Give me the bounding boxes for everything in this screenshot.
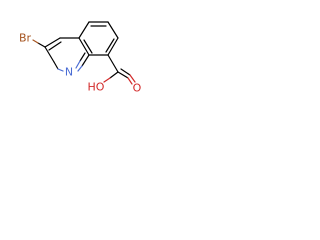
bond-c3-br-dark [37,42,46,48]
bond-c4a-c8a [78,37,90,56]
bond-carboxyl-oh-red [103,77,111,83]
carbon-bonds [44,21,119,73]
bond-c4a-c5 [78,21,90,39]
carbonyl-oxygen-label: O [133,82,142,95]
bond-c2-n-blue [57,68,64,72]
quinoline-structure: Br N HO O [19,21,142,95]
bond-carboxyl-oh-dark [109,71,119,79]
bond-carboxyl-o-dark [117,71,129,79]
bond-c8-carboxyl [107,54,119,73]
bond-c8a-n-double-dark [79,52,86,62]
bond-carboxyl-o-double-dark [120,68,131,76]
bond-c6-c7 [107,21,119,39]
nitrogen-bonds [53,52,90,72]
bond-c3-c4-double [48,41,62,51]
bond-c3-br-brown [32,39,39,44]
hydroxyl-label: HO [88,81,105,94]
carboxyl-bonds [103,68,136,85]
bond-c8a-n-blue [77,65,83,72]
bond-c8a-n-double-blue [75,60,81,69]
bond-c2-n-dark [53,61,59,70]
bromine-bond [32,39,46,48]
bond-c2-c3 [44,46,55,63]
bond-carboxyl-o-red [127,77,133,85]
bond-c8a-n-dark [81,54,90,67]
bond-c7-c8-double [105,38,115,53]
bond-c3-c4 [44,37,61,48]
bromine-label: Br [19,32,32,45]
bond-c4a-c8a-double [83,39,93,54]
bond-carboxyl-o-double-red [129,74,136,83]
nitrogen-label: N [65,66,73,79]
bond-c7-c8 [107,37,119,56]
